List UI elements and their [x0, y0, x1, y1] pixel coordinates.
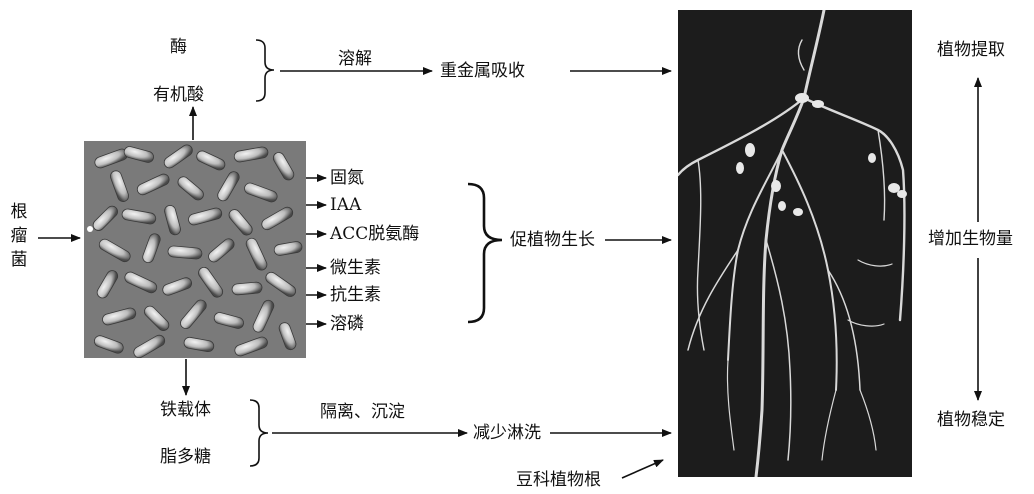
outcome-biomass: 增加生物量	[928, 229, 1013, 249]
rhizobium-char-2: 瘤	[9, 224, 29, 248]
bottom-result-leaching: 减少淋洗	[473, 423, 541, 443]
outcome-phytostabilization: 植物稳定	[937, 410, 1005, 430]
bacteria-cells-illustration	[84, 141, 306, 358]
legume-root-photo	[678, 10, 912, 477]
top-item-organic-acid: 有机酸	[153, 85, 204, 105]
top-item-enzyme: 酶	[170, 37, 187, 57]
middle-result-growth: 促植物生长	[510, 230, 595, 250]
arrow-caption-to-root	[622, 460, 663, 478]
bottom-action-sequester: 隔离、沉淀	[320, 402, 405, 422]
middle-item-1: 固氮	[330, 168, 364, 188]
rhizobium-char-1: 根	[9, 200, 29, 224]
rhizobium-micrograph	[84, 141, 306, 358]
middle-item-2: IAA	[330, 195, 361, 215]
bottom-item-siderophore: 铁载体	[160, 400, 211, 420]
top-result-heavy-metal: 重金属吸收	[440, 61, 525, 81]
outcome-phytoextraction: 植物提取	[937, 40, 1005, 60]
rhizobium-label: 根 瘤 菌	[9, 200, 29, 272]
brace-bottom-group	[250, 400, 268, 466]
middle-item-3: ACC脱氨酶	[330, 224, 419, 244]
rhizobium-char-3: 菌	[9, 248, 29, 272]
middle-item-6: 溶磷	[330, 314, 364, 334]
middle-item-5: 抗生素	[330, 285, 381, 305]
root-caption: 豆科植物根	[516, 470, 601, 490]
brace-top-group	[256, 40, 274, 101]
middle-item-4: 微生素	[330, 258, 381, 278]
bottom-item-lipopolysaccharide: 脂多糖	[160, 447, 211, 467]
brace-middle-group	[468, 184, 502, 322]
root-illustration	[678, 10, 912, 477]
top-action-dissolve: 溶解	[338, 49, 372, 69]
